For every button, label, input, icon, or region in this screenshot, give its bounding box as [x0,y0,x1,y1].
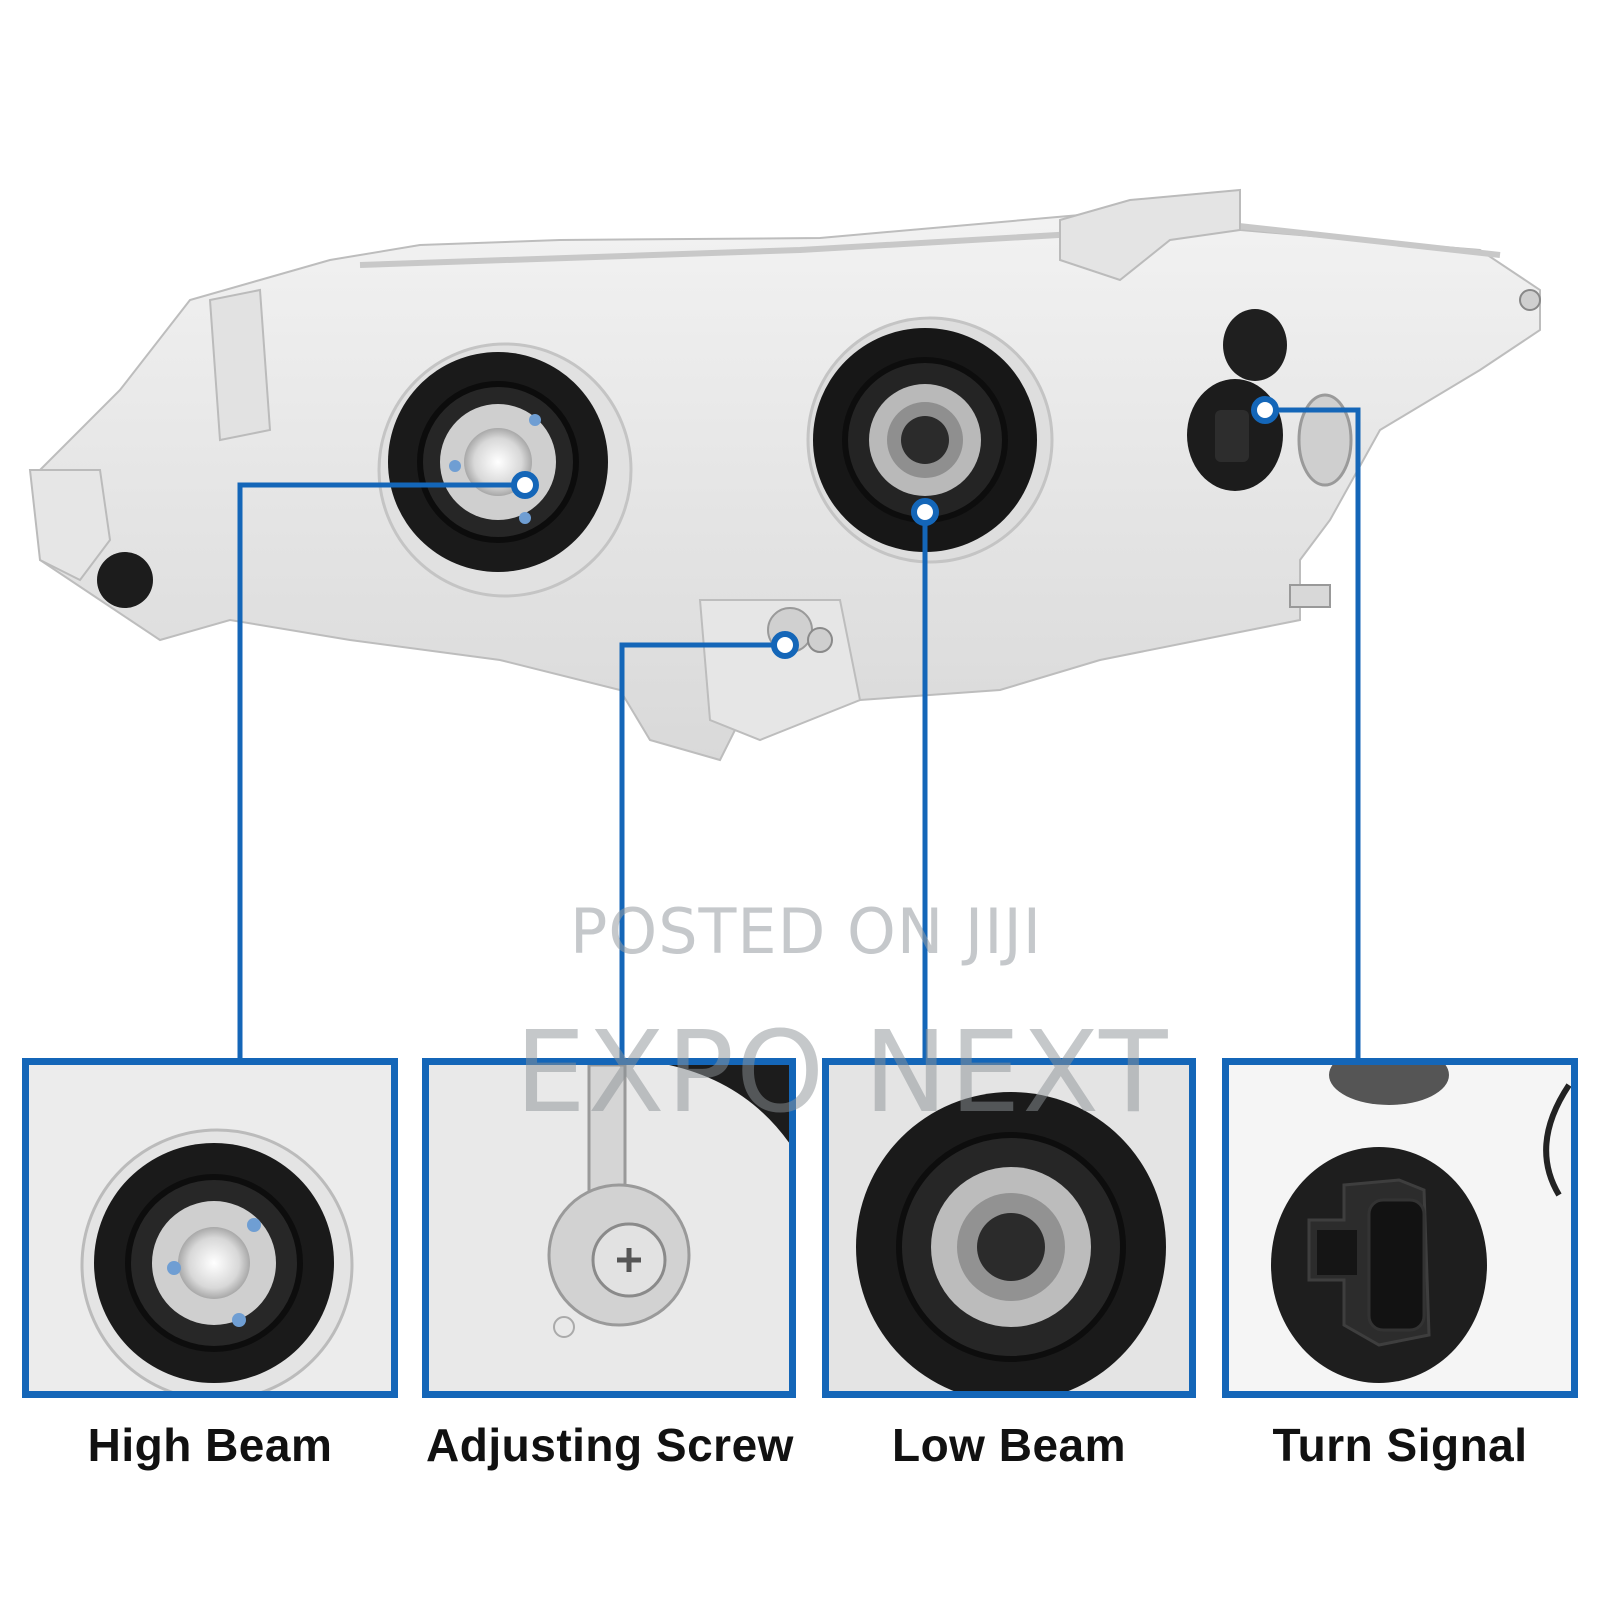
watermark-expo-next: EXPO NEXT [515,1008,1170,1138]
turn-signal-callout-dot [1251,396,1279,424]
low-beam-detail-panel [822,1058,1196,1398]
callout-dots [511,396,1279,659]
adjusting-screw-label: Adjusting Screw [426,1419,794,1471]
turn-signal-closeup-image [1229,1065,1571,1391]
low-beam-closeup-image [829,1065,1189,1391]
turn-signal-label: Turn Signal [1272,1419,1528,1471]
high-beam-closeup-image [29,1065,391,1391]
turn-signal-detail-panel [1222,1058,1578,1398]
low-beam-callout-dot [911,498,939,526]
headlight-assembly-illustration [28,188,1541,1060]
adjusting-screw-closeup-image [429,1065,789,1391]
callout-lines [237,407,1361,1060]
high-beam-label: High Beam [87,1419,333,1471]
high-beam-callout-dot [511,471,539,499]
adjusting-screw-callout-dot [771,631,799,659]
watermark-posted-on-jiji: POSTED ON JIJI [570,895,1043,968]
high-beam-detail-panel [22,1058,398,1398]
adjusting-screw-detail-panel [422,1058,796,1398]
low-beam-label: Low Beam [891,1419,1127,1471]
